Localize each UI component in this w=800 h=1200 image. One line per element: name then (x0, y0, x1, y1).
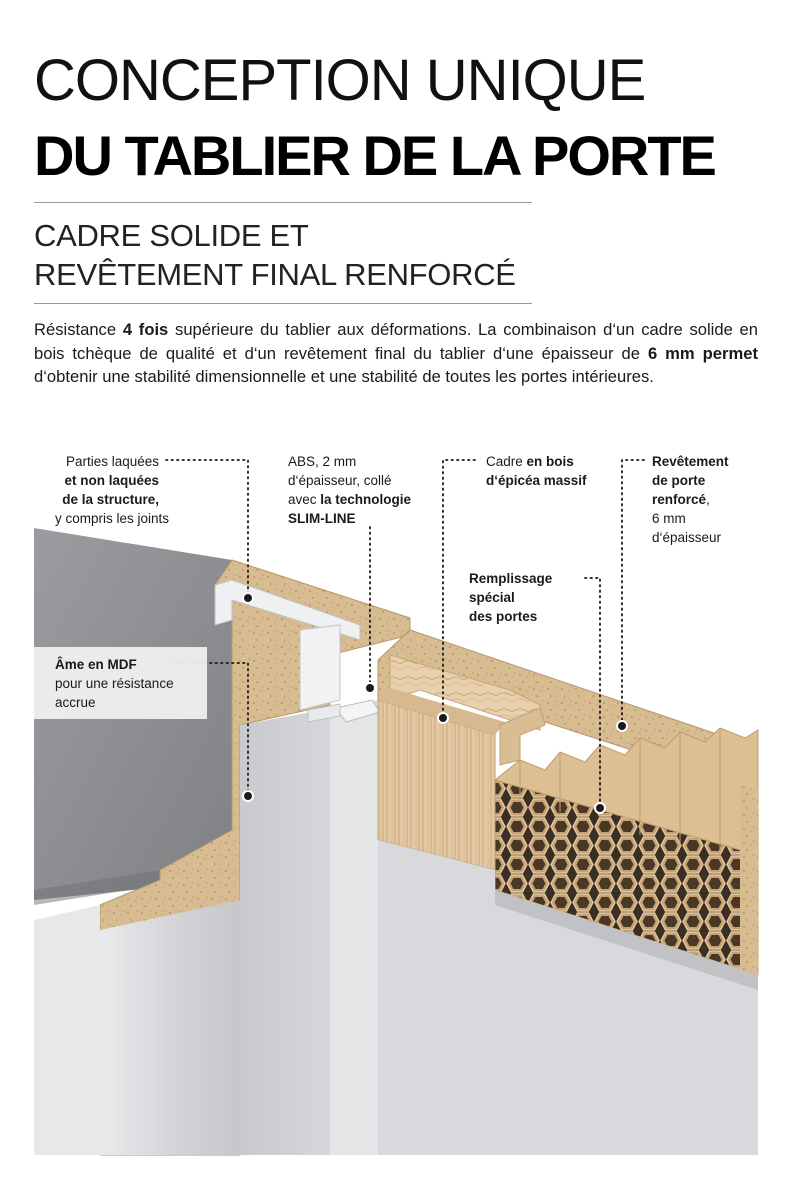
door-leaf-face-right (378, 840, 758, 1155)
callout-text: des portes (469, 609, 538, 624)
callout-line: y compris les joints (55, 509, 169, 528)
intro-run: supérieure du tablier aux déformations. … (34, 320, 758, 363)
seal-clip-2 (307, 703, 341, 723)
leader-filling (584, 577, 601, 809)
leader-lines (165, 459, 645, 809)
callout-line: SLIM-LINE (288, 509, 411, 528)
callout-text: accrue (55, 695, 96, 710)
door-leaf-edge-strip (495, 890, 758, 990)
callout-text: avec (288, 492, 321, 507)
callout-text: d‘épaisseur (652, 530, 722, 545)
callout-line: Parties laquées (55, 452, 159, 471)
callout-text: en bois (526, 454, 574, 469)
callout-text: Revêtement (652, 454, 729, 469)
callout-text: de la structure, (62, 492, 159, 507)
callout-line: Remplissage (469, 569, 552, 588)
callout-line: Cadre en bois (486, 452, 587, 471)
intro-run: 4 fois (122, 320, 169, 339)
callout-line: ABS, 2 mm (288, 452, 411, 471)
callout-line: d‘épaisseur, collé (288, 471, 411, 490)
frame-jamb-face-right (100, 900, 240, 1155)
mdf-callout-box (34, 647, 207, 719)
callout-text: Cadre (486, 454, 527, 469)
callout-text: la technologie (320, 492, 412, 507)
callout-line: Âme en MDF (55, 655, 174, 674)
dot-mdf (242, 790, 254, 802)
callout-text: ABS, 2 mm (288, 454, 357, 469)
callout-line: renforcé, (652, 490, 729, 509)
callout-line: Revêtement (652, 452, 729, 471)
spruce-tongue (499, 707, 546, 766)
frame-jamb-face (34, 905, 100, 1155)
callout-line: de porte (652, 471, 729, 490)
callout-text: de porte (652, 473, 706, 488)
callout-text: d‘épaisseur, collé (288, 473, 392, 488)
intro-run: Résistance (34, 320, 123, 339)
leader-dots (242, 592, 628, 814)
divider-bottom (34, 303, 532, 304)
intro-paragraph: Résistance 4 fois supérieure du tablier … (34, 318, 758, 389)
title-line-1: CONCEPTION UNIQUE (34, 48, 646, 113)
callout-text: pour une résistance (55, 676, 174, 691)
callout-text: 6 mm (652, 511, 686, 526)
callout-text: et non laquées (64, 473, 159, 488)
leader-lacquered (165, 459, 249, 599)
dot-cladding (616, 720, 628, 732)
honeycomb-filling-top (493, 727, 759, 856)
door-leaf-edge-highlight (330, 705, 378, 1155)
frame-stop (299, 624, 341, 711)
callout-line: accrue (55, 693, 174, 712)
divider-top (34, 202, 532, 203)
callout-text: SLIM-LINE (288, 511, 356, 526)
dot-lacquered (242, 592, 254, 604)
callout-lacquered-parts: Parties laquées et non laquées de la struc… (55, 452, 169, 528)
callout-text: Remplissage (469, 571, 553, 586)
leader-frame (442, 459, 476, 719)
subtitle-line-1: CADRE SOLIDE ET (34, 218, 309, 253)
title-line-2: DU TABLIER DE LA PORTE (34, 124, 717, 187)
leader-cladding (621, 459, 645, 727)
cladding-right-edge (740, 785, 758, 975)
callout-text: d‘épicéa massif (486, 473, 587, 488)
callout-text: Parties laquées (65, 454, 159, 469)
callout-text: spécial (469, 590, 515, 605)
callout-mdf-core: Âme en MDF pour une résistance accrue (55, 655, 174, 712)
callout-special-filling: Remplissage spécial des portes (469, 569, 552, 626)
callout-text: , (706, 492, 710, 507)
callout-reinforced-cladding: Revêtement de porte renforcé, 6 mm d‘épaisse… (652, 452, 729, 547)
callout-line: 6 mm (652, 509, 729, 528)
dot-frame (437, 712, 449, 724)
callout-text: y compris les joints (55, 511, 170, 526)
concrete-wall-shadow (34, 870, 160, 905)
callout-line: des portes (469, 607, 552, 626)
callout-line: d‘épaisseur (652, 528, 729, 547)
callout-text: Âme en MDF (55, 657, 137, 672)
callout-line: spécial (469, 588, 552, 607)
callout-spruce-frame: Cadre en bois d‘épicéa massif (486, 452, 587, 490)
callout-line: avec la technologie (288, 490, 411, 509)
intro-run: 6 mm permet (647, 343, 758, 363)
callout-line: de la structure, (55, 490, 159, 509)
callout-line: d‘épicéa massif (486, 471, 587, 490)
callout-abs-edge: ABS, 2 mm d‘épaisseur, collé avec la techn… (288, 452, 411, 528)
callout-line: et non laquées (55, 471, 159, 490)
callout-line: pour une résistance (55, 674, 174, 693)
intro-run: d‘obtenir une stabilité dimensionnelle e… (34, 367, 654, 386)
dot-filling (594, 802, 606, 814)
spruce-frame-top-2 (378, 688, 505, 735)
subtitle-line-2: REVÊTEMENT FINAL RENFORCÉ (34, 257, 516, 292)
dot-abs (364, 682, 376, 694)
callout-text: renforcé (652, 492, 707, 507)
